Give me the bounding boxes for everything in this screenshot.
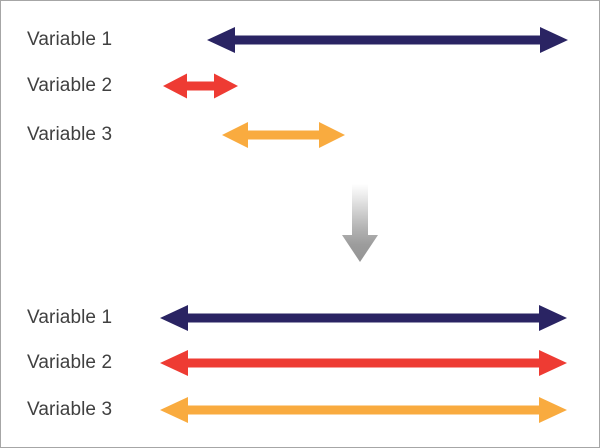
before-label-variable-3: Variable 3 (27, 124, 113, 145)
after-section: Variable 1 Variable 2 Variable 3 (0, 285, 600, 448)
transition-section (0, 175, 600, 270)
after-arrow-variable-3 (0, 390, 600, 430)
orange-double-arrow-shape (160, 397, 567, 423)
before-label-variable-1: Variable 1 (27, 29, 113, 50)
after-label-variable-2: Variable 2 (27, 352, 113, 373)
before-label-variable-2: Variable 2 (27, 75, 113, 96)
orange-double-arrow-shape (222, 122, 345, 148)
after-arrow-variable-2 (0, 343, 600, 383)
after-arrow-variable-1 (0, 298, 600, 338)
before-arrow-variable-2 (0, 66, 600, 106)
red-double-arrow-shape (160, 350, 567, 376)
after-row-variable-2: Variable 2 (0, 343, 600, 383)
navy-double-arrow-shape (207, 27, 568, 53)
after-label-variable-1: Variable 1 (27, 307, 113, 328)
after-label-variable-3: Variable 3 (27, 399, 113, 420)
down-arrow-shape (342, 184, 378, 262)
before-row-variable-2: Variable 2 (0, 66, 600, 106)
red-double-arrow-shape (163, 73, 238, 99)
before-row-variable-1: Variable 1 (0, 20, 600, 60)
before-arrow-variable-1 (0, 20, 600, 60)
before-row-variable-3: Variable 3 (0, 115, 600, 155)
down-arrow-gradient-icon (342, 184, 378, 262)
navy-double-arrow-shape (160, 305, 567, 331)
before-arrow-variable-3 (0, 115, 600, 155)
after-row-variable-1: Variable 1 (0, 298, 600, 338)
before-section: Variable 1 Variable 2 Variable 3 (0, 0, 600, 180)
after-row-variable-3: Variable 3 (0, 390, 600, 430)
